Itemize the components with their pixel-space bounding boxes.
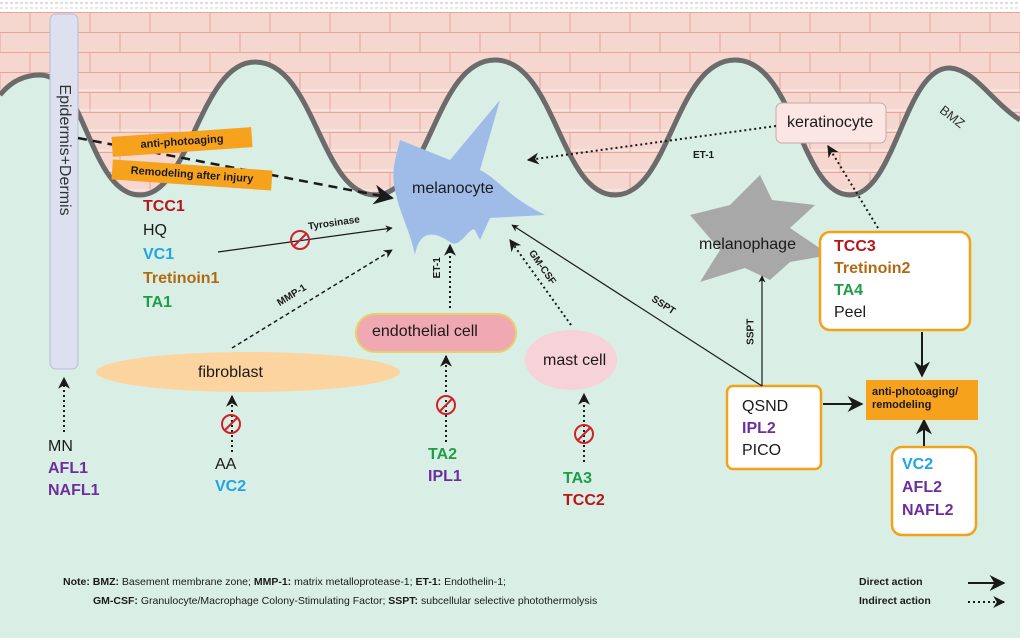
- sspt-melanophage-label: SSPT: [745, 318, 757, 345]
- mmp1-arrow: [231, 249, 393, 349]
- melanocyte-shape: [393, 100, 545, 255]
- treatment-mn: MN: [48, 438, 73, 455]
- treatment-vc2-box: VC2: [902, 456, 934, 473]
- treatment-ta4: TA4: [834, 282, 864, 299]
- treatment-aa: AA: [215, 456, 237, 473]
- note-line-2: GM-CSF: Granulocyte/Macrophage Colony-St…: [93, 595, 597, 607]
- treatment-tretinoin1: Tretinoin1: [143, 270, 220, 287]
- melanocyte-label: melanocyte: [412, 180, 494, 197]
- treatment-peel: Peel: [834, 304, 867, 321]
- note-line-1: Note: BMZ: Basement membrane zone; MMP-1…: [63, 576, 506, 588]
- et1-keratinocyte-label: ET-1: [693, 150, 715, 161]
- treatment-ipl2: IPL2: [742, 420, 776, 437]
- treatment-afl1: AFL1: [48, 460, 88, 477]
- fibroblast-label: fibroblast: [198, 364, 263, 381]
- treatment-pico: PICO: [742, 442, 782, 459]
- treatment-ta3: TA3: [563, 470, 593, 487]
- note-abbr-gmcsf: GM-CSF:: [93, 595, 138, 607]
- mast-cell-label: mast cell: [543, 352, 607, 369]
- ta2-inhibit-icon: [436, 395, 456, 415]
- treatment-ipl1: IPL1: [428, 468, 462, 485]
- treatment-ta2: TA2: [428, 446, 458, 463]
- bmz-wave-line: [0, 57, 1020, 198]
- treatment-nafl1: NAFL1: [48, 482, 100, 499]
- ta3-inhibit-icon: [574, 424, 594, 444]
- note-def-gmcsf: Granulocyte/Macrophage Colony-Stimulatin…: [137, 595, 389, 607]
- tcc3-keratinocyte-arrow: [827, 144, 879, 229]
- note-prefix: Note:: [63, 576, 90, 588]
- endothelial-cell-label: endothelial cell: [372, 323, 478, 340]
- vc2-treatment-box: [890, 445, 978, 537]
- treatment-tcc2: TCC2: [563, 492, 605, 509]
- note-abbr-bmz: BMZ:: [92, 576, 120, 588]
- note-abbr-sspt: SSPT:: [388, 595, 419, 607]
- epidermis-dermis-column: [49, 13, 79, 370]
- endothelial-cell-shape: [355, 313, 517, 353]
- treatment-nafl2: NAFL2: [902, 502, 954, 519]
- epidermis-dermis-label: Epidermis+Dermis: [56, 84, 74, 216]
- keratinocyte-label: keratinocyte: [787, 114, 874, 131]
- treatment-tretinoin2: Tretinoin2: [834, 260, 911, 277]
- tcc3-treatment-box: [818, 230, 972, 332]
- note-abbr-et1: ET-1:: [415, 576, 442, 588]
- tyrosinase-arrow: [217, 225, 393, 253]
- qsnd-treatment-box: [725, 384, 823, 471]
- fibroblast-shape: [96, 352, 400, 392]
- treatment-ta1: TA1: [143, 294, 173, 311]
- treatment-tcc3: TCC3: [834, 238, 876, 255]
- outcome-tag: anti-photoaging/ remodeling: [866, 380, 978, 420]
- treatment-vc1: VC1: [143, 246, 175, 263]
- mast-cell-shape: [525, 330, 617, 390]
- note-abbr-mmp1: MMP-1:: [253, 576, 292, 588]
- note-def-mmp1: matrix metalloprotease-1;: [291, 576, 416, 588]
- et1-keratinocyte-arrow: [526, 125, 777, 165]
- treatment-vc2-left: VC2: [215, 478, 247, 495]
- treatment-qsnd: QSND: [742, 398, 789, 415]
- melanophage-label: melanophage: [699, 236, 796, 253]
- tyrosinase-inhibit-icon: [290, 230, 310, 250]
- et1-endothelial-label: ET-1: [431, 257, 443, 279]
- keratinocyte-box: [775, 102, 887, 144]
- treatment-afl2: AFL2: [902, 479, 942, 496]
- treatment-tcc1: TCC1: [143, 198, 185, 215]
- note-def-et1: Endothelin-1;: [441, 576, 506, 588]
- melanophage-shape: [690, 175, 830, 282]
- note-def-sspt: subcellular selective photothermolysis: [418, 595, 598, 607]
- treatment-hq: HQ: [143, 222, 167, 239]
- legend-indirect-label: Indirect action: [859, 595, 931, 607]
- legend-direct-label: Direct action: [859, 576, 923, 588]
- outcome-tag-text: anti-photoaging/ remodeling: [872, 386, 959, 411]
- note-def-bmz: Basement membrane zone;: [119, 576, 254, 588]
- aa-inhibit-icon: [221, 414, 241, 434]
- sspt-melanocyte-arrow: [511, 224, 763, 387]
